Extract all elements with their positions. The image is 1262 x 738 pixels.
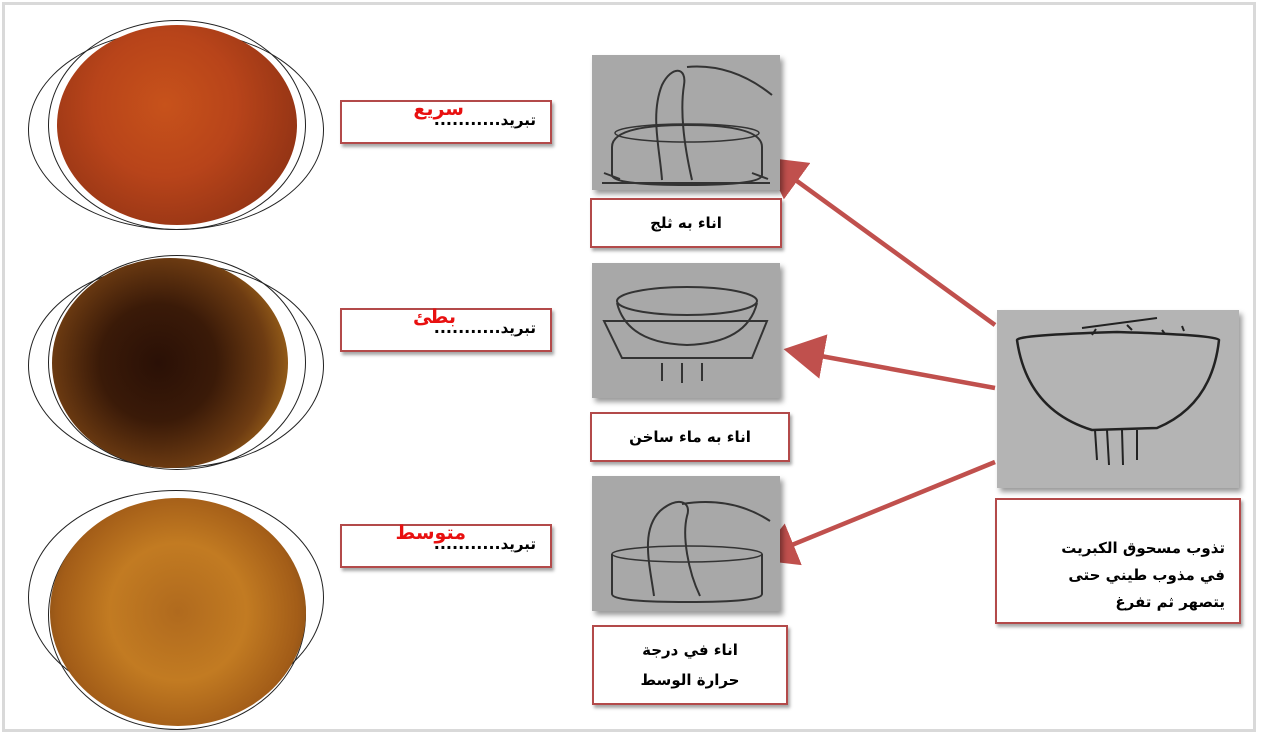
- sketch-hot-container: [592, 263, 780, 398]
- label-room-container: اناء في درجة حرارة الوسط: [592, 625, 788, 705]
- result-slow-value: بطئ: [412, 306, 456, 328]
- result-medium-value: متوسط: [395, 522, 466, 544]
- result-slow: تبريد........... بطئ: [340, 306, 552, 352]
- arrow-to-room: [755, 459, 996, 566]
- crystal-photo-large: [52, 258, 288, 468]
- arrow-to-hot: [783, 334, 996, 391]
- result-medium: تبريد........... متوسط: [340, 522, 552, 568]
- label-hot-container: اناء به ماء ساخن: [590, 412, 790, 462]
- label-ice-container: اناء به ثلج: [590, 198, 782, 248]
- sketch-crucible: [997, 310, 1239, 488]
- arrow-to-ice: [764, 157, 997, 327]
- sketch-ice-container: [592, 55, 780, 190]
- crystal-photo-medium: [50, 498, 306, 726]
- result-fast-value: سريع: [413, 98, 464, 120]
- crystal-photo-fine: [57, 25, 297, 225]
- sketch-room-container: [592, 476, 780, 611]
- source-description: تذوب مسحوق الكبريت في مذوب طيني حتى يتصه…: [995, 498, 1241, 624]
- result-fast: تبريد........... سريع: [340, 98, 552, 144]
